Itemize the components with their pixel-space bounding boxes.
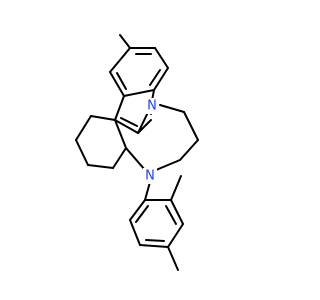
n-amine-label: N bbox=[145, 169, 155, 184]
bond-ch2-aryl bbox=[129, 199, 146, 221]
bond-aryl-2 bbox=[139, 244, 169, 248]
molecule-canvas: N N bbox=[75, 34, 199, 271]
bond-methyl-ortho bbox=[170, 175, 182, 201]
bond-ring-ch2-3 bbox=[179, 139, 199, 161]
bond-methyl-para bbox=[167, 246, 179, 271]
bond-aryl-1 bbox=[129, 219, 141, 246]
bond-cyclohex-4 bbox=[87, 164, 114, 169]
bond-pyrrole-double bbox=[120, 117, 138, 127]
bond-pyrrole-2 bbox=[114, 119, 139, 134]
n-amine-label-bg bbox=[143, 168, 157, 184]
bond-benzo-4 bbox=[123, 89, 155, 97]
bond-benzo-double-c bbox=[116, 72, 127, 90]
bond-cyclohex-2 bbox=[75, 115, 92, 141]
bond-methyl-top bbox=[119, 34, 131, 49]
bond-cyclohex-5 bbox=[112, 147, 127, 169]
bond-pyrrole-1 bbox=[114, 95, 125, 121]
bond-cyclohex-3 bbox=[75, 139, 89, 166]
n-indole-label: N bbox=[147, 99, 157, 114]
molecule-structure: N N bbox=[75, 34, 199, 271]
bond-ring-n1-a bbox=[137, 119, 152, 134]
bond-ring-to-n2 bbox=[125, 147, 146, 171]
bond-cyclohex-6 bbox=[114, 119, 127, 149]
bond-ring-ch2-4 bbox=[155, 159, 181, 171]
bond-benzo-double-b bbox=[149, 69, 161, 86]
bond-aryl-4 bbox=[170, 199, 184, 225]
n-indole-label-bg bbox=[145, 98, 159, 114]
bond-aryl-double-c bbox=[135, 205, 149, 223]
bond-benzo-5 bbox=[109, 71, 125, 97]
bond-ring-ch2-1 bbox=[159, 104, 185, 113]
bond-n2-ch2 bbox=[144, 181, 151, 201]
bond-aryl-3 bbox=[167, 223, 184, 248]
bond-benzo-3 bbox=[153, 67, 169, 91]
bond-aryl-double-b bbox=[165, 205, 177, 225]
bond-cyclohex-1 bbox=[90, 115, 116, 121]
bond-ring-ch2-2 bbox=[183, 111, 199, 141]
bond-benzo-2 bbox=[154, 47, 169, 69]
bond-benzo-6 bbox=[109, 47, 131, 73]
bond-aryl-double-a bbox=[145, 239, 165, 242]
